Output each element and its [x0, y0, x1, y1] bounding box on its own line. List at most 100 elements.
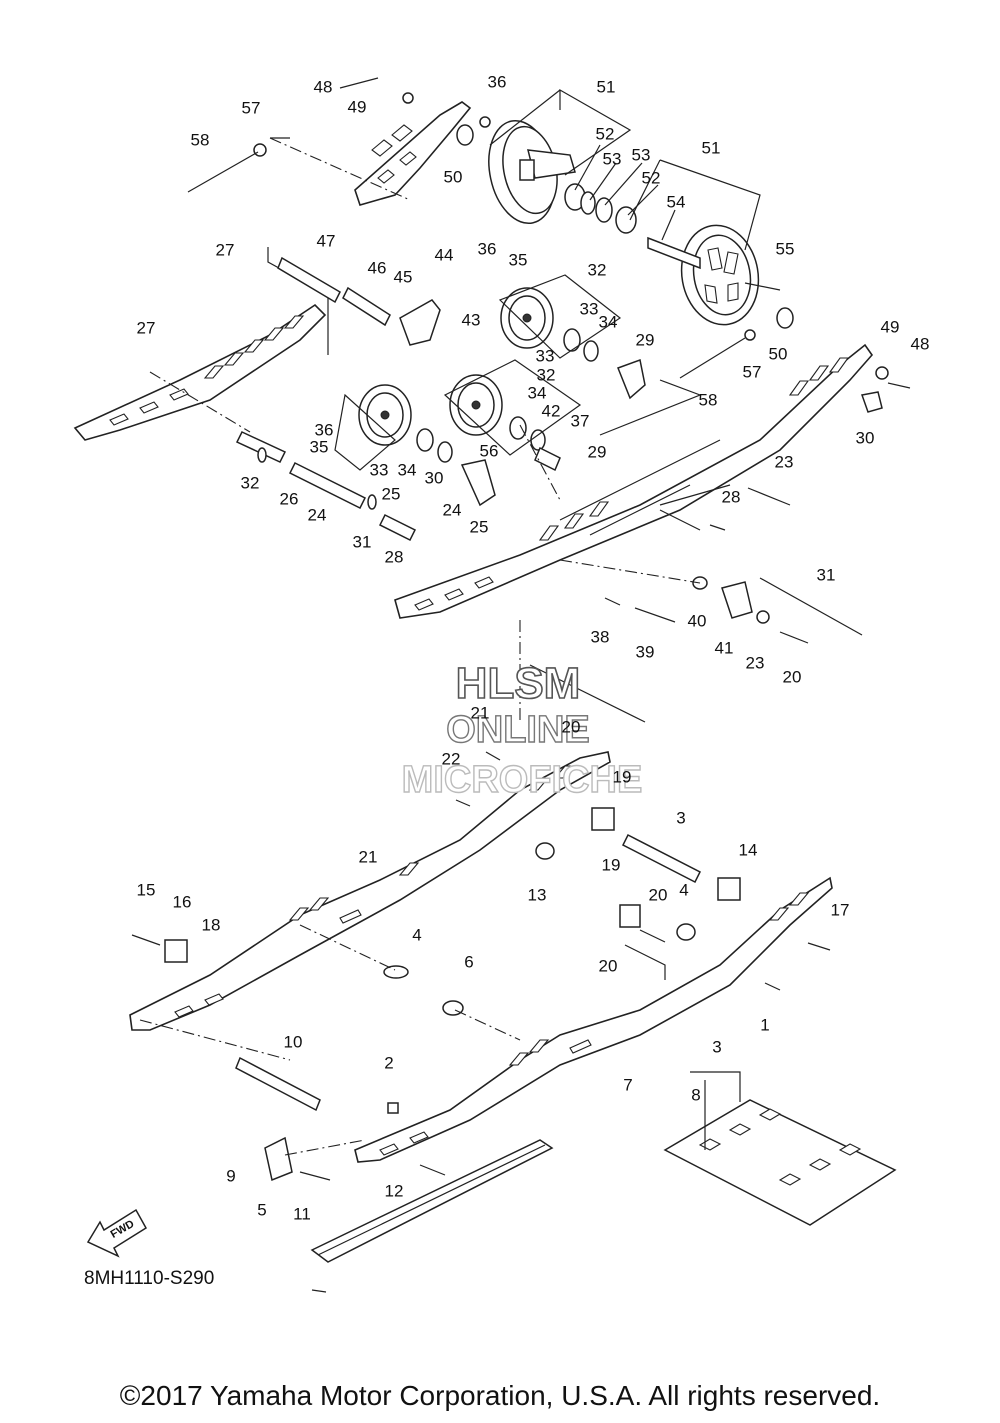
callout-4: 4 — [412, 926, 421, 945]
callout-7: 7 — [623, 1076, 632, 1095]
callout-28: 28 — [722, 488, 741, 507]
callout-13: 13 — [528, 886, 547, 905]
callout-58: 58 — [191, 131, 210, 150]
callout-35: 35 — [310, 438, 329, 457]
callout-36: 36 — [488, 73, 507, 92]
callout-41: 41 — [715, 639, 734, 658]
callout-36: 36 — [315, 421, 334, 440]
callout-48: 48 — [911, 335, 930, 354]
callout-42: 42 — [542, 402, 561, 421]
callout-54: 54 — [667, 193, 686, 212]
callout-28: 28 — [385, 548, 404, 567]
leader-lines-upper — [489, 88, 761, 251]
callout-3: 3 — [676, 809, 685, 828]
upper-slide-rail — [129, 751, 611, 1031]
brackets-middle — [460, 358, 883, 624]
callout-39: 39 — [636, 643, 655, 662]
idler-leaders — [334, 274, 622, 471]
callout-53: 53 — [603, 150, 622, 169]
left-frame-rail-middle — [73, 247, 329, 441]
callout-20: 20 — [649, 886, 668, 905]
callout-31: 31 — [817, 566, 836, 585]
bolts-lower — [131, 751, 831, 1293]
copyright-notice: ©2017 Yamaha Motor Corporation, U.S.A. A… — [119, 1380, 881, 1411]
callout-14: 14 — [739, 841, 758, 860]
upper-rear-arm — [269, 101, 472, 206]
callout-21: 21 — [471, 704, 490, 723]
callout-29: 29 — [636, 331, 655, 350]
callout-52: 52 — [642, 169, 661, 188]
callout-33: 33 — [580, 300, 599, 319]
callout-51: 51 — [597, 78, 616, 97]
leader-lines-middle — [519, 379, 731, 720]
callout-3: 3 — [712, 1038, 721, 1057]
lower-slide-rail — [354, 876, 833, 1163]
shafts-middle — [235, 256, 561, 542]
fwd-arrow: FWD — [86, 1208, 148, 1258]
callout-33: 33 — [536, 347, 555, 366]
diagram-code: 8MH1110-S290 — [84, 1268, 215, 1289]
callout-37: 37 — [571, 412, 590, 431]
callout-9: 9 — [226, 1167, 235, 1186]
callout-5: 5 — [257, 1201, 266, 1220]
callout-57: 57 — [242, 99, 261, 118]
callout-20: 20 — [599, 957, 618, 976]
bolts-middle — [529, 487, 863, 723]
callout-34: 34 — [599, 313, 618, 332]
callout-40: 40 — [688, 612, 707, 631]
callout-1: 1 — [760, 1016, 769, 1035]
callout-56: 56 — [480, 442, 499, 461]
callout-44: 44 — [435, 246, 454, 265]
idler-wheel-upper — [500, 287, 599, 362]
callout-45: 45 — [394, 268, 413, 287]
callout-26: 26 — [280, 490, 299, 509]
idler-wheel-lower — [358, 384, 453, 463]
callout-30: 30 — [425, 469, 444, 488]
watermark-line-1: HLSM — [456, 659, 581, 708]
sprocket-wheel-left — [488, 119, 576, 225]
callout-12: 12 — [385, 1182, 404, 1201]
callout-29: 29 — [588, 443, 607, 462]
callout-32: 32 — [241, 474, 260, 493]
callout-49: 49 — [348, 98, 367, 117]
sprocket-wheel-right — [680, 224, 760, 326]
callout-4: 4 — [679, 881, 688, 900]
slide-runner — [310, 1139, 554, 1263]
callout-49: 49 — [881, 318, 900, 337]
callout-34: 34 — [528, 384, 547, 403]
track-clips — [663, 1099, 897, 1226]
callout-17: 17 — [831, 901, 850, 920]
watermark-line-2: ONLINE — [446, 709, 590, 751]
callout-50: 50 — [444, 168, 463, 187]
callout-16: 16 — [173, 893, 192, 912]
leader-lines-lower — [139, 924, 741, 1156]
callout-22: 22 — [442, 750, 461, 769]
callout-11: 11 — [293, 1205, 311, 1224]
callout-25: 25 — [382, 485, 401, 504]
bearings-upper — [253, 92, 889, 380]
callout-53: 53 — [632, 146, 651, 165]
axle-shaft — [647, 236, 701, 270]
callout-2: 2 — [384, 1054, 393, 1073]
watermark: HLSM ONLINE MICROFICHE — [401, 658, 643, 802]
callout-18: 18 — [202, 916, 221, 935]
callout-38: 38 — [591, 628, 610, 647]
callout-48: 48 — [314, 78, 333, 97]
callout-52: 52 — [596, 125, 615, 144]
watermark-line-3: MICROFICHE — [402, 759, 643, 801]
bolts-upper — [187, 77, 911, 389]
callout-55: 55 — [776, 240, 795, 259]
callout-19: 19 — [602, 856, 621, 875]
callout-51: 51 — [702, 139, 721, 158]
parts-lower — [164, 807, 741, 1182]
callout-10: 10 — [284, 1033, 303, 1052]
callout-32: 32 — [588, 261, 607, 280]
callout-27: 27 — [137, 319, 156, 338]
callout-32: 32 — [537, 366, 556, 385]
callout-21: 21 — [359, 848, 378, 867]
callout-58: 58 — [699, 391, 718, 410]
callout-47: 47 — [317, 232, 336, 251]
callout-24: 24 — [443, 501, 462, 520]
